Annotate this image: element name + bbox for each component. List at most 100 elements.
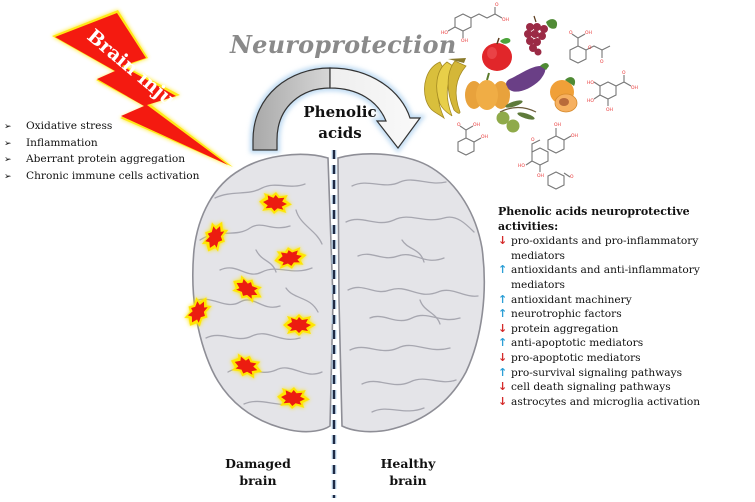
label-line: brain	[389, 473, 427, 488]
svg-text:OH: OH	[585, 30, 592, 36]
caffeic-acid-molecule	[447, 7, 503, 38]
svg-text:OH: OH	[631, 85, 638, 91]
foods-cluster	[424, 15, 578, 133]
curved-arrow	[250, 64, 426, 153]
list-item: ↑neurotrophic factors	[498, 307, 753, 322]
damaged-hemisphere	[192, 153, 334, 433]
list-item: ➢ Aberrant protein aggregation	[4, 152, 199, 169]
label-line: Damaged	[225, 456, 291, 471]
up-arrow-icon: ↑	[498, 307, 508, 321]
svg-text:O: O	[570, 174, 574, 180]
svg-text:OH: OH	[481, 134, 488, 140]
svg-text:HO: HO	[587, 98, 594, 104]
list-item: ↓pro-oxidants and pro-inflammatory media…	[498, 234, 753, 263]
page-title: Neuroprotection	[230, 30, 457, 59]
grapes-icon	[524, 15, 558, 56]
svg-text:OH: OH	[461, 38, 468, 44]
down-arrow-icon: ↓	[498, 380, 508, 394]
cause-text: Inflammation	[26, 136, 98, 149]
damage-spot	[283, 314, 316, 336]
svg-text:O: O	[495, 2, 499, 8]
activity-text: astrocytes and microglia activation	[511, 395, 701, 408]
apple-icon	[482, 37, 512, 71]
down-arrow-icon: ↓	[498, 321, 508, 335]
pumpkin-icon	[465, 72, 510, 110]
damage-spot	[259, 192, 292, 214]
down-arrow-icon: ↓	[498, 394, 508, 408]
list-item: ↑anti-apoptotic mediators	[498, 336, 753, 351]
acetylsalicylic-acid-molecule	[569, 33, 611, 64]
cause-text: Aberrant protein aggregation	[26, 153, 186, 166]
brain-illustration	[184, 153, 486, 433]
down-arrow-icon: ↓	[498, 350, 508, 364]
activity-text: neurotrophic factors	[511, 308, 622, 321]
eggplant-icon	[506, 63, 549, 92]
up-arrow-icon: ↑	[498, 365, 508, 379]
damage-spot	[277, 387, 310, 409]
svg-text:OH: OH	[554, 122, 561, 128]
list-item: ➢ Inflammation	[4, 136, 199, 153]
arrowhead-bullet-icon: ➢	[4, 155, 12, 166]
activities-list: ↓pro-oxidants and pro-inflammatory media…	[498, 234, 753, 409]
activity-text: protein aggregation	[511, 322, 619, 335]
svg-text:OH: OH	[502, 17, 509, 23]
healthy-brain-label: Healthy brain	[358, 455, 458, 489]
damage-spot	[184, 297, 212, 327]
cause-text: Chronic immune cells activation	[26, 169, 200, 182]
activity-text: pro-oxidants and pro-inflammatory mediat…	[511, 235, 699, 262]
list-item: ↑pro-survival signaling pathways	[498, 366, 753, 381]
activity-text: anti-apoptotic mediators	[511, 337, 644, 350]
svg-text:O: O	[569, 30, 573, 36]
molecule-atom-labels: O OH HO OH O OH O O O OH HO HO OH O OH O…	[441, 2, 638, 180]
list-item: ↑antioxidants and anti-inflammatory medi…	[498, 263, 753, 292]
svg-text:O: O	[457, 122, 461, 128]
damage-spot	[230, 353, 262, 379]
activity-text: antioxidant machinery	[511, 293, 632, 306]
apricot-icon	[550, 77, 578, 113]
arrowhead-bullet-icon: ➢	[4, 138, 12, 149]
damaged-brain-label: Damaged brain	[208, 455, 308, 489]
list-item: ➢ Chronic immune cells activation	[4, 169, 199, 186]
damage-spot	[232, 275, 262, 303]
damage-spot	[201, 221, 229, 252]
damage-spots	[184, 192, 316, 409]
arrowhead-bullet-icon: ➢	[4, 171, 12, 182]
list-item: ↓astrocytes and microglia activation	[498, 395, 753, 410]
activity-text: antioxidants and anti-inflammatory media…	[511, 264, 700, 291]
svg-text:OH: OH	[537, 173, 544, 179]
olives-icon	[496, 100, 537, 133]
activity-text: pro-survival signaling pathways	[511, 366, 683, 379]
arrow-label-line: Phenolic	[303, 103, 377, 121]
molecules	[447, 7, 632, 190]
salicylic-acid-molecule	[457, 125, 482, 156]
up-arrow-icon: ↑	[498, 263, 508, 277]
svg-text:HO: HO	[518, 163, 525, 169]
list-item: ↓pro-apoptotic mediators	[498, 351, 753, 366]
activities-heading: Phenolic acids neuroprotective activitie…	[498, 205, 690, 233]
banana-icon	[424, 58, 467, 120]
list-item: ↑antioxidant machinery	[498, 293, 753, 308]
gallic-acid-molecule	[593, 75, 632, 106]
cause-text: Oxidative stress	[26, 120, 113, 132]
activity-text: cell death signaling pathways	[511, 381, 671, 394]
svg-text:O: O	[600, 59, 604, 65]
arrow-label-line: acids	[318, 124, 362, 142]
activity-text: pro-apoptotic mediators	[511, 351, 641, 364]
damage-spot	[274, 247, 307, 269]
label-line: Healthy	[380, 456, 436, 471]
up-arrow-icon: ↑	[498, 292, 508, 306]
svg-text:O: O	[588, 45, 592, 51]
list-item: ➢ Oxidative stress	[4, 119, 199, 136]
arrowhead-bullet-icon: ➢	[4, 122, 12, 132]
phenolic-acids-label: Phenolic acids	[290, 102, 390, 144]
svg-text:OH: OH	[606, 107, 613, 113]
down-arrow-icon: ↓	[498, 234, 508, 248]
ellagic-acid-molecule	[525, 128, 572, 190]
svg-text:OH: OH	[571, 133, 578, 139]
svg-text:O: O	[531, 137, 535, 143]
up-arrow-icon: ↑	[498, 336, 508, 350]
list-item: ↓protein aggregation	[498, 322, 753, 337]
list-item: ↓cell death signaling pathways	[498, 380, 753, 395]
healthy-hemisphere	[337, 153, 486, 433]
